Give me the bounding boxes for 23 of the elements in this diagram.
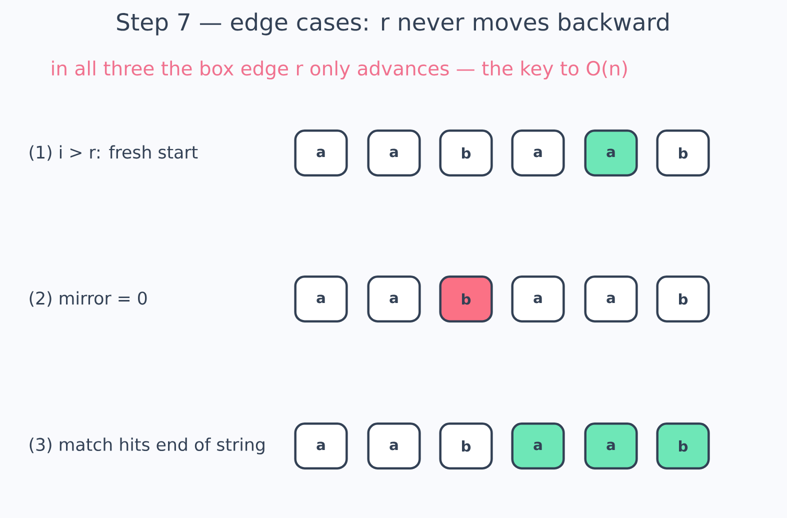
letter-box: a xyxy=(294,130,348,176)
letter-box: a xyxy=(367,422,421,470)
letter-box: b xyxy=(439,276,493,322)
letter-box: b xyxy=(656,422,710,470)
row-label: (2) mirror = 0 xyxy=(30,291,147,307)
subtitle: in all three the box edge r only advances — the key to O(n) xyxy=(52,60,627,80)
letter-box: a xyxy=(511,276,565,322)
letter-box: a xyxy=(511,130,565,176)
letter-box: b xyxy=(656,130,710,176)
letter-box: a xyxy=(584,130,638,176)
letter-box: b xyxy=(439,422,493,470)
letter-box: a xyxy=(584,422,638,470)
letter-box: a xyxy=(294,276,348,322)
letter-box: a xyxy=(511,422,565,470)
letter-box: a xyxy=(294,422,348,470)
letter-box: a xyxy=(584,276,638,322)
row-label: (3) match hits end of string xyxy=(30,438,264,454)
row-label: (1) i > r: fresh start xyxy=(30,145,198,161)
letter-box: a xyxy=(367,276,421,322)
letter-box: a xyxy=(367,130,421,176)
letter-box: b xyxy=(439,130,493,176)
letter-box: b xyxy=(656,276,710,322)
title: Step 7 — edge cases: r never moves backward xyxy=(117,12,668,36)
